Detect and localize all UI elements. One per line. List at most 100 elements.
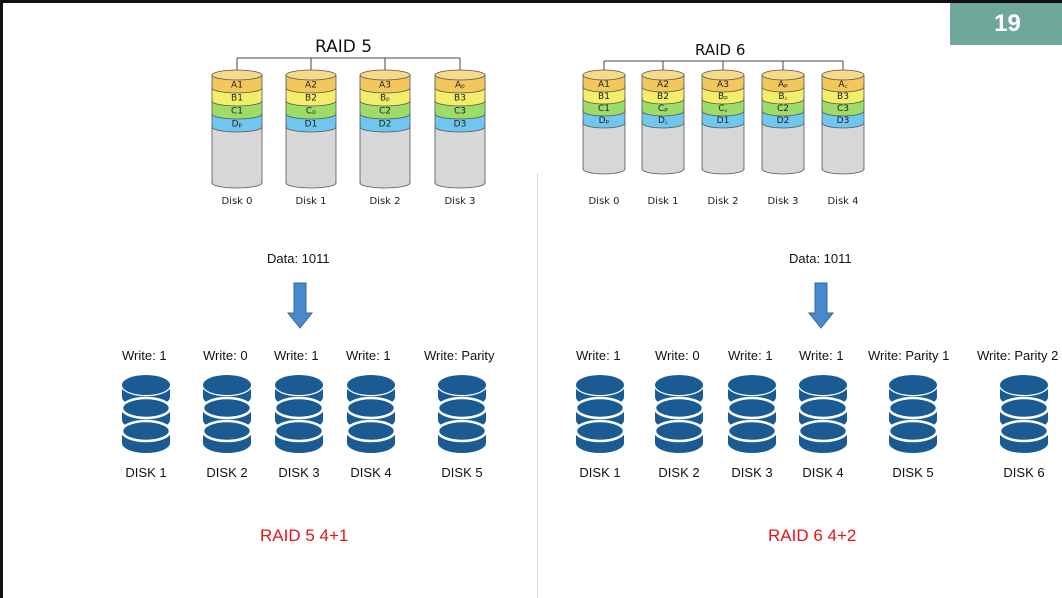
block-label: A2	[305, 81, 317, 91]
block-label: A1	[231, 81, 243, 91]
block-label: Cₚ	[658, 104, 668, 114]
block-label: B1	[231, 94, 243, 104]
cylinder-body	[821, 122, 865, 170]
cylinder-top	[582, 69, 626, 81]
raid6-disk-label: Disk 0	[588, 196, 620, 207]
block-label: C3	[837, 104, 849, 114]
raid6-write-label: Write: 0	[655, 348, 700, 363]
cylinder-top	[641, 69, 685, 81]
raid5-db-label: DISK 4	[350, 465, 392, 480]
raid6-database-icon	[574, 373, 626, 453]
block-label: Aₚ	[778, 80, 788, 90]
raid5-database-icon	[120, 373, 172, 453]
block-label: D2	[379, 120, 392, 130]
block-label: B꜀	[778, 92, 787, 102]
raid5-write-label: Write: 1	[274, 348, 319, 363]
raid6-database-icon	[653, 373, 705, 453]
block-label: C1	[598, 104, 610, 114]
database-cap	[1000, 375, 1048, 395]
raid6-disk-label: Disk 4	[827, 196, 859, 207]
raid6-database-icon	[726, 373, 778, 453]
database-cap	[275, 375, 323, 395]
raid6-db-label: DISK 2	[658, 465, 700, 480]
cylinder-body	[285, 126, 337, 184]
raid5-caption: RAID 5 4+1	[260, 526, 349, 545]
section-divider	[537, 173, 538, 598]
raid6-write-label: Write: 1	[799, 348, 844, 363]
block-label: A3	[717, 80, 729, 90]
raid5-down-arrow	[286, 282, 314, 329]
raid5-data-label: Data: 1011	[267, 251, 330, 266]
cylinder-body	[211, 126, 263, 184]
block-label: C3	[454, 107, 466, 117]
block-label: A꜀	[838, 80, 847, 90]
database-cap	[799, 375, 847, 395]
raid6-database-icon	[797, 373, 849, 453]
database-cap	[347, 375, 395, 395]
database-cap	[438, 375, 486, 395]
raid6-down-arrow	[807, 282, 835, 329]
cylinder-body	[641, 122, 685, 170]
block-label: C꜀	[718, 104, 727, 114]
block-label: Bₚ	[718, 92, 728, 102]
raid5-write-label: Write: Parity	[424, 348, 495, 363]
block-label: B2	[305, 94, 317, 104]
cylinder-top	[701, 69, 745, 81]
block-label: B1	[598, 92, 610, 102]
block-label: Dₚ	[232, 120, 243, 130]
page-number-badge: 19	[950, 3, 1062, 45]
database-cap	[122, 375, 170, 395]
raid6-data-label: Data: 1011	[789, 251, 852, 266]
cylinder-body	[701, 122, 745, 170]
cylinder-body	[359, 126, 411, 184]
block-label: Cₚ	[306, 107, 316, 117]
block-label: C1	[231, 107, 243, 117]
block-label: C2	[379, 107, 391, 117]
cylinder-top	[821, 69, 865, 81]
raid6-caption: RAID 6 4+2	[768, 526, 857, 545]
database-cap	[655, 375, 703, 395]
block-label: A3	[379, 81, 391, 91]
cylinder-top	[211, 69, 263, 81]
raid5-disk-label: Disk 2	[369, 196, 401, 207]
database-cap	[576, 375, 624, 395]
raid5-db-label: DISK 2	[206, 465, 248, 480]
page-number: 19	[994, 10, 1021, 37]
raid6-database-icon	[887, 373, 939, 453]
raid6-write-label: Write: Parity 2	[977, 348, 1059, 363]
raid5-disk-label: Disk 0	[221, 196, 253, 207]
block-label: D1	[717, 116, 730, 126]
block-label: C2	[777, 104, 789, 114]
block-label: Bₚ	[380, 94, 390, 104]
raid5-write-label: Write: 1	[122, 348, 167, 363]
raid6-write-label: Write: Parity 1	[868, 348, 950, 363]
database-cap	[203, 375, 251, 395]
raid5-database-icon	[436, 373, 488, 453]
block-label: A2	[657, 80, 669, 90]
raid5-db-label: DISK 1	[125, 465, 167, 480]
block-label: D꜀	[658, 116, 668, 126]
raid6-disk-label: Disk 3	[767, 196, 799, 207]
raid5-database-icon	[273, 373, 325, 453]
raid6-title: RAID 6	[695, 41, 746, 59]
raid6-write-label: Write: 1	[728, 348, 773, 363]
cylinder-body	[761, 122, 805, 170]
raid5-write-label: Write: 0	[203, 348, 248, 363]
raid6-db-label: DISK 4	[802, 465, 844, 480]
cylinder-body	[434, 126, 486, 184]
raid6-write-label: Write: 1	[576, 348, 621, 363]
raid6-db-label: DISK 3	[731, 465, 773, 480]
cylinder-top	[359, 69, 411, 81]
raid5-connector	[236, 57, 461, 70]
block-label: B2	[657, 92, 669, 102]
raid6-db-label: DISK 5	[892, 465, 934, 480]
cylinder-top	[285, 69, 337, 81]
raid5-disk-label: Disk 1	[295, 196, 327, 207]
cylinder-top	[434, 69, 486, 81]
